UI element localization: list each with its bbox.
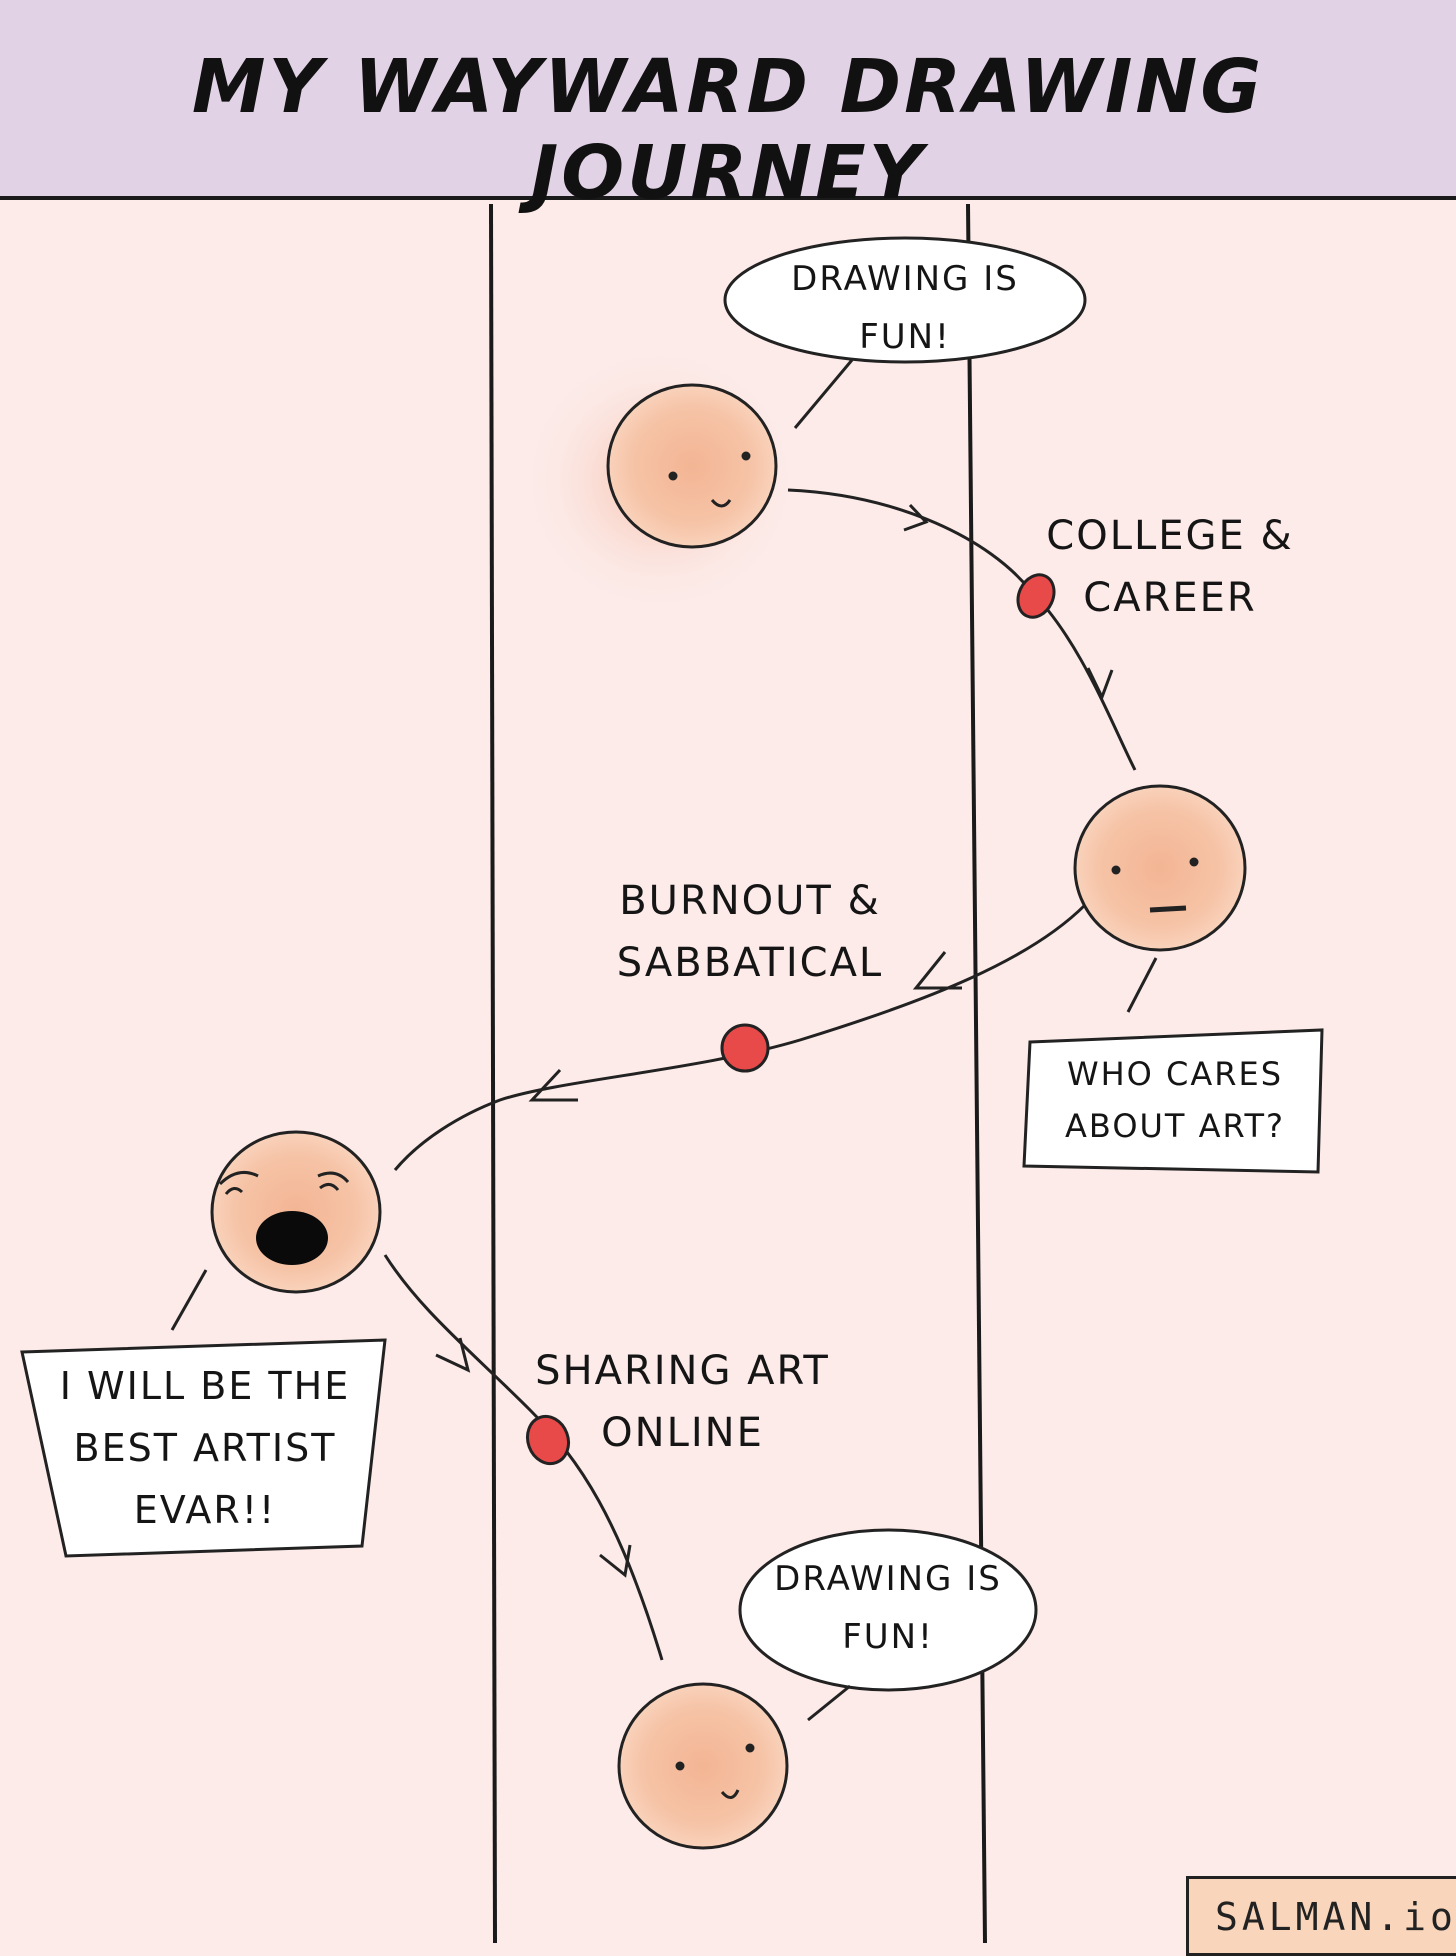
- sign-ambition-line-3: EVAR!!: [133, 1488, 277, 1532]
- arrowhead-3: [912, 951, 962, 990]
- speech-text-start: DRAWING IS FUN!: [745, 250, 1065, 366]
- sign-ambition-line-1: I WILL BE THE: [59, 1364, 351, 1408]
- sign-ambition-line-2: BEST ARTIST: [73, 1426, 337, 1470]
- speech-text-end: DRAWING IS FUN!: [748, 1550, 1028, 1666]
- happy-face-end: [617, 1682, 789, 1850]
- stage-burnout-line-1: BURNOUT &: [619, 878, 881, 924]
- angry-face: [210, 1130, 382, 1294]
- sign-ambition-text: I WILL BE THE BEST ARTIST EVAR!!: [40, 1355, 370, 1541]
- sign-apathy-text: WHO CARES ABOUT ART?: [1040, 1048, 1310, 1152]
- happy-face-start: [606, 383, 778, 549]
- panel-divider-right: [966, 203, 987, 1943]
- arrowhead-5: [435, 1337, 471, 1373]
- panel-divider-left: [489, 203, 497, 1943]
- speech-end-line-2: FUN!: [842, 1617, 934, 1657]
- stage-college-line-2: CAREER: [1083, 575, 1257, 621]
- arrowhead-6: [599, 1544, 632, 1578]
- stage-sharing-line-2: ONLINE: [601, 1410, 764, 1456]
- speech-start-line-1: DRAWING IS: [791, 259, 1019, 299]
- artist-signature: SALMAN.io: [1186, 1876, 1456, 1956]
- speech-bubble-end: [738, 1528, 1038, 1692]
- arrowhead-2: [1086, 667, 1114, 701]
- stage-label-sharing: SHARING ART ONLINE: [530, 1340, 835, 1464]
- neutral-face: [1073, 784, 1247, 952]
- sign-ambition: [20, 1338, 387, 1558]
- journey-path-3: [383, 1254, 664, 1661]
- milestone-dot-1: [1016, 573, 1056, 619]
- journey-path-2: [393, 903, 1087, 1171]
- milestone-dot-2: [720, 1023, 770, 1073]
- milestone-dot-3: [525, 1414, 571, 1466]
- arrowhead-4: [528, 1068, 578, 1102]
- speech-end-line-1: DRAWING IS: [774, 1559, 1002, 1599]
- comic-title: MY WAYWARD DRAWING JOURNEY: [191, 44, 1265, 216]
- stage-sharing-line-1: SHARING ART: [535, 1348, 830, 1394]
- sign-apathy-line-1: WHO CARES: [1066, 1055, 1284, 1093]
- stage-label-college: COLLEGE & CAREER: [1040, 505, 1300, 629]
- speech-start-line-2: FUN!: [859, 317, 951, 357]
- stage-label-burnout: BURNOUT & SABBATICAL: [600, 870, 900, 994]
- speech-bubble-start: [723, 236, 1087, 364]
- stage-college-line-1: COLLEGE &: [1046, 513, 1294, 559]
- stage-burnout-line-2: SABBATICAL: [616, 940, 884, 986]
- sign-apathy-line-2: ABOUT ART?: [1065, 1107, 1285, 1145]
- arrowhead-1: [903, 503, 929, 532]
- sign-apathy: [1022, 1028, 1324, 1174]
- header-banner: MY WAYWARD DRAWING JOURNEY: [0, 0, 1456, 216]
